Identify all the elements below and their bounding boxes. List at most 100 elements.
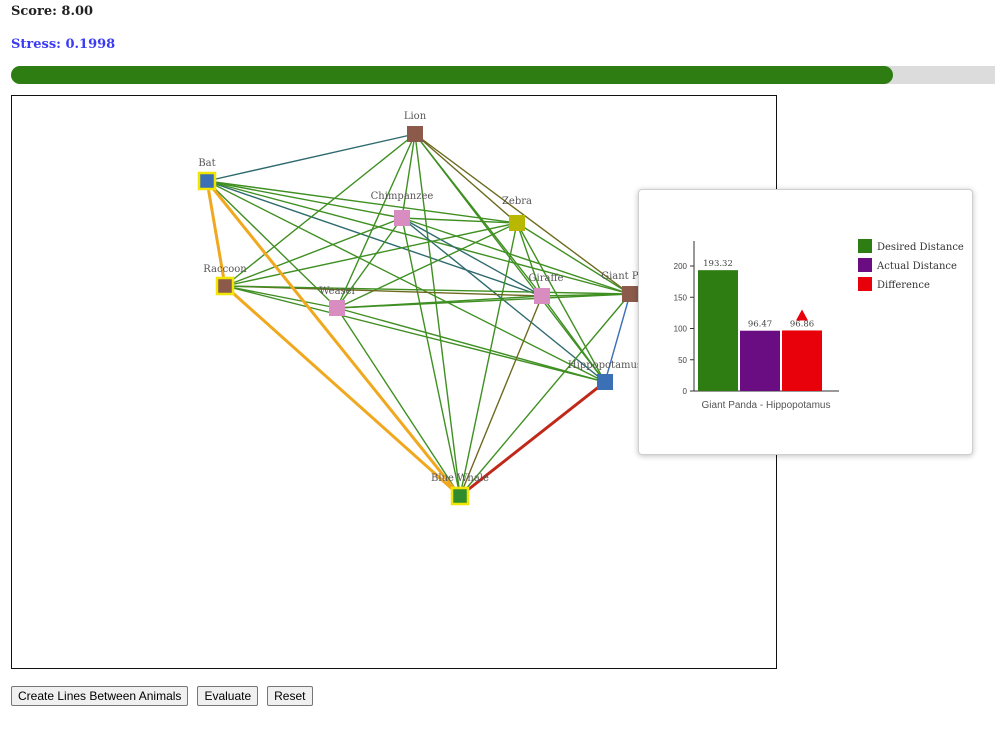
edge-lion-blue_whale <box>414 133 461 497</box>
bar-desired-distance <box>698 270 738 391</box>
create-lines-button[interactable]: Create Lines Between Animals <box>11 686 189 706</box>
y-tick-label: 50 <box>678 356 687 365</box>
y-tick-label: 100 <box>674 325 688 334</box>
edge-bat-giraffe <box>206 180 543 297</box>
highlight-edge-bat-raccoon <box>205 180 227 287</box>
node-label: Raccoon <box>203 264 247 275</box>
edge-bat-chimpanzee <box>206 180 403 219</box>
node-label: Blue Whale <box>431 473 489 484</box>
edge-zebra-giraffe <box>516 222 543 297</box>
edge-giant_panda-hippopotamus <box>604 293 631 383</box>
edge-bat-zebra <box>206 180 518 224</box>
edge-giraffe-hippopotamus <box>541 295 606 383</box>
legend-label: Desired Distance <box>877 242 964 253</box>
node-chimpanzee[interactable]: Chimpanzee <box>371 191 434 226</box>
edge-chimpanzee-weasel <box>336 217 403 309</box>
bar-value-label: 193.32 <box>703 259 733 269</box>
node-blue_whale[interactable]: Blue Whale <box>431 473 489 506</box>
node-marker[interactable] <box>394 210 410 226</box>
node-bat[interactable]: Bat <box>197 158 217 191</box>
node-marker[interactable] <box>534 288 550 304</box>
edges-layer <box>205 133 631 498</box>
highlight-edge-hippopotamus-blue_whale <box>459 380 606 498</box>
edge-giraffe-blue_whale <box>459 295 543 497</box>
edge-raccoon-hippopotamus <box>224 285 606 383</box>
edge-chimpanzee-giant_panda <box>401 217 631 295</box>
edge-zebra-blue_whale <box>459 222 518 497</box>
reset-button[interactable]: Reset <box>267 686 313 706</box>
edge-chimpanzee-giraffe <box>401 217 543 297</box>
node-marker[interactable] <box>509 215 525 231</box>
edge-raccoon-weasel <box>224 285 338 309</box>
legend-label: Difference <box>877 280 930 291</box>
progress-fill <box>11 66 893 84</box>
edge-lion-chimpanzee <box>401 133 416 219</box>
node-giant_panda[interactable]: Giant Panda <box>601 271 663 302</box>
edge-bat-hippopotamus <box>206 180 606 383</box>
edge-weasel-giraffe <box>336 295 543 309</box>
node-label: Bat <box>198 158 215 169</box>
node-marker[interactable] <box>450 486 470 506</box>
node-label: Giraffe <box>529 273 564 284</box>
node-label: Weasel <box>319 286 355 297</box>
highlight-edge-raccoon-blue_whale <box>224 284 461 498</box>
edge-lion-raccoon <box>224 133 416 287</box>
node-marker[interactable] <box>215 276 235 296</box>
edge-weasel-blue_whale <box>336 307 461 497</box>
legend-label: Actual Distance <box>876 261 957 272</box>
button-bar: Create Lines Between Animals Evaluate Re… <box>11 686 313 706</box>
edge-zebra-hippopotamus <box>516 222 606 383</box>
node-label: Chimpanzee <box>371 191 434 202</box>
node-weasel[interactable]: Weasel <box>319 286 355 316</box>
edge-lion-weasel <box>336 133 416 309</box>
node-raccoon[interactable]: Raccoon <box>203 264 247 296</box>
node-marker[interactable] <box>407 126 423 142</box>
node-marker[interactable] <box>197 171 217 191</box>
x-category-label: Giant Panda - Hippopotamus <box>702 400 831 411</box>
node-zebra[interactable]: Zebra <box>502 196 532 231</box>
y-tick-label: 0 <box>683 387 688 396</box>
edge-lion-zebra <box>414 133 518 224</box>
legend-swatch <box>858 258 872 272</box>
edge-lion-giant_panda <box>414 133 631 295</box>
bar-actual-distance <box>740 330 780 391</box>
edge-bat-giant_panda <box>206 180 631 295</box>
legend-swatch <box>858 277 872 291</box>
edge-giraffe-giant_panda <box>541 293 631 297</box>
edge-zebra-raccoon <box>224 222 518 287</box>
stress-label: Stress: 0.1998 <box>11 37 116 52</box>
edge-bat-lion <box>206 133 416 182</box>
edge-giant_panda-blue_whale <box>459 293 631 497</box>
score-label: Score: 8.00 <box>11 4 94 19</box>
node-marker[interactable] <box>597 374 613 390</box>
edge-chimpanzee-raccoon <box>224 217 403 287</box>
edge-weasel-hippopotamus <box>336 307 606 383</box>
node-marker[interactable] <box>329 300 345 316</box>
node-giraffe[interactable]: Giraffe <box>529 273 564 304</box>
up-triangle-icon <box>796 309 808 321</box>
bar-value-label: 96.86 <box>790 319 814 329</box>
bar-difference <box>782 330 822 391</box>
node-marker[interactable] <box>622 286 638 302</box>
y-tick-label: 200 <box>674 262 688 271</box>
edge-bat-weasel <box>206 180 338 309</box>
highlight-edge-bat-blue_whale <box>205 180 462 497</box>
y-tick-label: 150 <box>674 293 688 302</box>
edge-chimpanzee-zebra <box>401 217 518 224</box>
node-hippopotamus[interactable]: Hippopotamus <box>568 360 642 390</box>
edge-zebra-weasel <box>336 222 518 309</box>
edge-chimpanzee-blue_whale <box>401 217 461 497</box>
bar-value-label: 96.47 <box>748 320 772 330</box>
node-lion[interactable]: Lion <box>404 111 427 142</box>
node-label: Zebra <box>502 196 532 207</box>
progress-bar <box>11 66 995 84</box>
node-label: Lion <box>404 111 427 122</box>
node-label: Hippopotamus <box>568 360 642 371</box>
legend-swatch <box>858 239 872 253</box>
evaluate-button[interactable]: Evaluate <box>197 686 259 706</box>
edge-zebra-giant_panda <box>516 222 631 295</box>
